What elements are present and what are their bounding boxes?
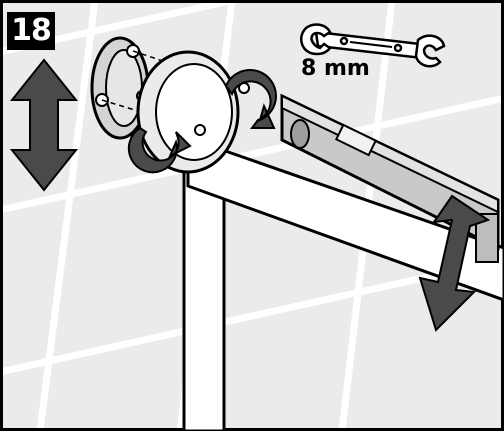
wall-mount-plate: [90, 36, 150, 140]
open-end-wrench-icon: [300, 23, 446, 68]
level-adjust-arrow: [418, 194, 491, 332]
connector-fitting: [136, 50, 250, 174]
vertical-adjust-arrow: [9, 58, 79, 192]
wrench-size-label: 8 mm: [301, 56, 370, 81]
step-number-badge: 18: [7, 12, 55, 50]
tighten-rotation-arrows: [127, 69, 277, 174]
